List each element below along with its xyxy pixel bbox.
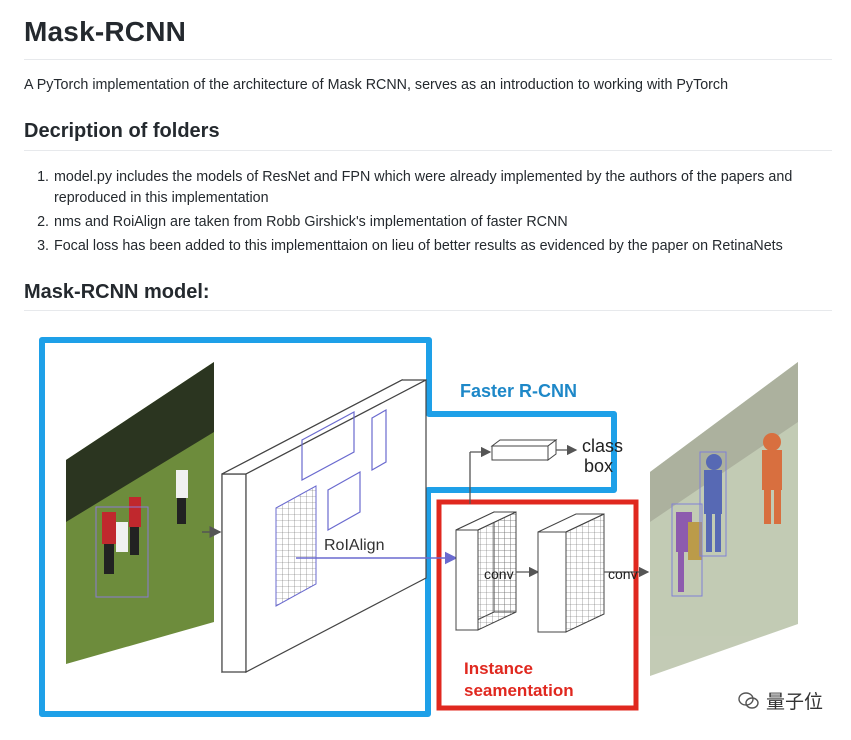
class-label: class bbox=[582, 436, 623, 456]
divider bbox=[24, 150, 832, 151]
divider bbox=[24, 310, 832, 311]
list-item: model.py includes the models of ResNet a… bbox=[53, 167, 832, 209]
roialign-label: RoIAlign bbox=[324, 537, 384, 554]
mask-feature-block bbox=[537, 513, 605, 633]
watermark-text: 量子位 bbox=[765, 692, 823, 713]
output-image bbox=[650, 362, 798, 676]
instance-region bbox=[436, 499, 639, 711]
list-item: Focal loss has been added to this implem… bbox=[53, 236, 832, 257]
model-heading: Mask-RCNN model: bbox=[24, 281, 210, 303]
instance-label: Instance bbox=[464, 659, 533, 678]
divider bbox=[24, 59, 832, 60]
watermark: 量子位 bbox=[738, 687, 823, 714]
segmentation-label: seamentation bbox=[464, 681, 574, 700]
faster-rcnn-label: Faster R-CNN bbox=[460, 381, 577, 401]
feature-map bbox=[221, 379, 427, 673]
list-item: nms and RoiAlign are taken from Robb Gir… bbox=[53, 212, 832, 233]
box-label: box bbox=[584, 456, 613, 476]
page-title: Mask-RCNN bbox=[24, 16, 187, 47]
fc-head bbox=[490, 439, 558, 461]
faster-rcnn-region bbox=[39, 337, 617, 717]
folders-heading: Decription of folders bbox=[24, 120, 220, 142]
input-image bbox=[66, 362, 214, 664]
intro-text: A PyTorch implementation of the architec… bbox=[24, 77, 729, 93]
roi-feature-block bbox=[455, 511, 517, 631]
mask-rcnn-diagram: RoIAlign Faster R-CNN class box conv con… bbox=[39, 337, 798, 717]
folders-list: model.py includes the models of ResNet a… bbox=[24, 167, 832, 260]
wechat-icon bbox=[738, 691, 759, 709]
conv2-label: conv bbox=[608, 566, 638, 582]
conv1-label: conv bbox=[484, 566, 514, 582]
